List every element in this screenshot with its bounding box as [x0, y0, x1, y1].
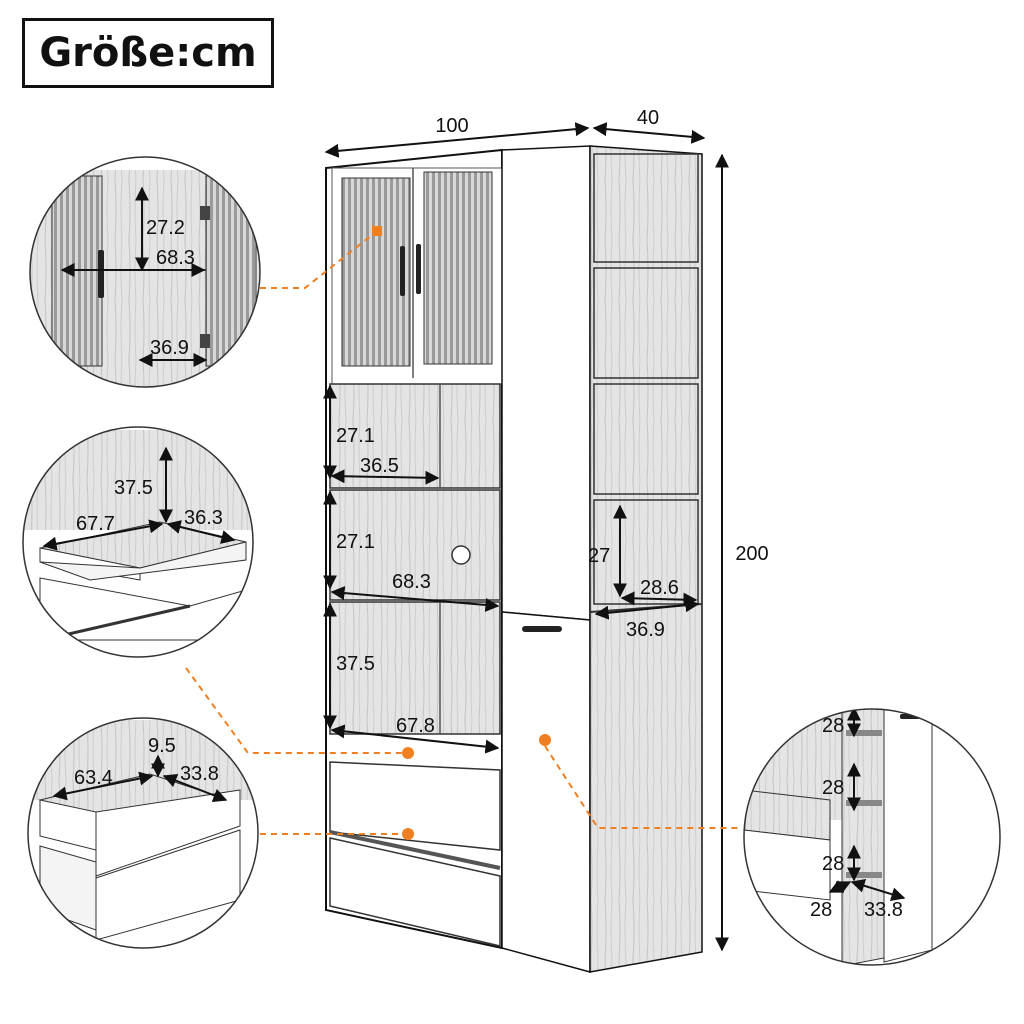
height-label: 200: [735, 543, 768, 565]
hotspot-pullout: [402, 747, 414, 759]
cubby-top-height: 27.1: [336, 425, 375, 447]
drawer-upper: [329, 761, 501, 851]
drawer-width: 63.4: [74, 767, 113, 789]
glass-door-depth: 36.9: [150, 337, 189, 359]
glass-door-width: 68.3: [156, 247, 195, 269]
hotspot-pantry: [539, 734, 551, 746]
side-shelf-height: 27: [588, 545, 610, 567]
width-label: 100: [435, 115, 468, 137]
dimension-lines: [323, 122, 729, 952]
drawer-height: 9.5: [148, 735, 176, 757]
size-unit-title: Größe:cm: [22, 18, 274, 88]
drawer-depth: 33.8: [180, 763, 219, 785]
pantry-shelf-2: 28: [822, 777, 844, 799]
pullout-height: 37.5: [114, 477, 153, 499]
pantry-door: [501, 611, 591, 973]
glass-door-right: [423, 171, 493, 365]
cubby-mid-height: 27.1: [336, 531, 375, 553]
cubby-top-width: 36.5: [360, 455, 399, 477]
leader-lines: [185, 230, 742, 835]
cubby-low-width: 67.8: [396, 715, 435, 737]
hotspot-drawers: [402, 828, 414, 840]
dimension-labels: 100 40 200 27.1 36.5 27.1 68.3 37.5 67.8…: [336, 107, 769, 737]
main-cabinet: [325, 145, 703, 973]
pantry-shelf-1: 28: [822, 715, 844, 737]
detail-glass-doors: 27.2 68.3 36.9: [29, 156, 261, 388]
glass-door-left: [341, 177, 411, 367]
pullout-depth: 36.3: [184, 507, 223, 529]
pantry-width: 28: [810, 899, 832, 921]
pantry-shelf-3: 28: [822, 853, 844, 875]
drawer-lower: [329, 837, 501, 947]
cubby-low-height: 37.5: [336, 653, 375, 675]
side-shelf-depth: 36.9: [626, 619, 665, 641]
pantry-handle: [522, 626, 562, 632]
pantry-depth: 33.8: [864, 899, 903, 921]
door-handle-left: [400, 246, 405, 296]
side-shelf-width: 28.6: [640, 577, 679, 599]
detail-pullout-shelf: 37.5 67.7 36.3: [22, 426, 254, 658]
depth-label: 40: [637, 107, 659, 129]
cubby-mid-width: 68.3: [392, 571, 431, 593]
pullout-width: 67.7: [76, 513, 115, 535]
detail-drawers: 9.5 63.4 33.8: [27, 717, 259, 949]
detail-pantry: 28 28 28 28 33.8: [743, 708, 1001, 966]
glass-door-height: 27.2: [146, 217, 185, 239]
door-handle-right: [416, 244, 421, 294]
